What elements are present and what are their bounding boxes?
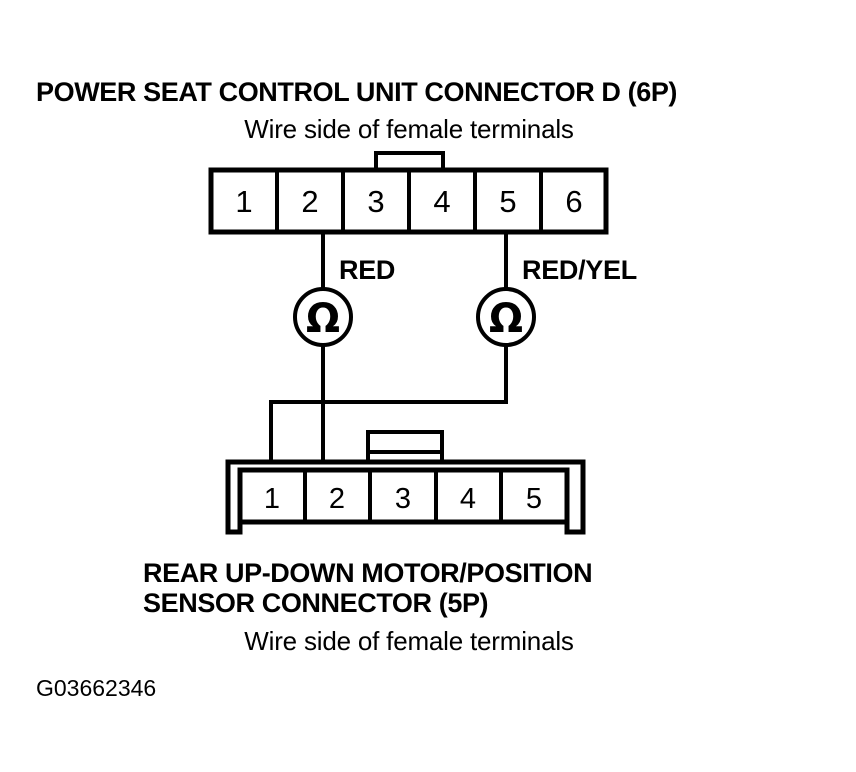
top-pin-4: 4 [433,184,450,219]
wire-red-yel [269,232,508,470]
reference-code: G03662346 [36,675,156,701]
bottom-pin-5: 5 [526,483,542,515]
bottom-pin-4: 4 [460,483,476,515]
top-connector-body: 1 2 3 4 5 6 [208,151,609,235]
bottom-connector-dividers [303,470,503,522]
bottom-pin-3: 3 [395,483,411,515]
bottom-connector-subtitle: Wire side of female terminals [244,626,574,656]
bottom-connector-outline [237,467,570,525]
top-pin-1: 1 [235,184,252,219]
bottom-pin-1: 1 [264,483,280,515]
top-pin-3: 3 [367,184,384,219]
bottom-pin-2: 2 [329,483,345,515]
top-connector-latch-tab [374,151,445,170]
bottom-connector-title-line1: REAR UP-DOWN MOTOR/POSITION [143,558,592,588]
omega-icon: Ω [306,296,340,342]
top-connector-dividers [275,170,543,232]
ohmmeter-left: Ω [293,287,353,347]
top-pin-6: 6 [565,184,582,219]
top-pin-2: 2 [301,184,318,219]
top-connector-subtitle: Wire side of female terminals [244,114,574,144]
wire-label-red: RED [339,255,395,285]
omega-icon: Ω [489,296,523,342]
bottom-connector-body: 1 2 3 4 5 [225,430,586,535]
bottom-connector-title-line2: SENSOR CONNECTOR (5P) [143,588,488,618]
top-pin-5: 5 [499,184,516,219]
ohmmeter-right: Ω [476,287,536,347]
top-connector-title: POWER SEAT CONTROL UNIT CONNECTOR D (6P) [36,77,677,107]
wire-label-red-yel: RED/YEL [522,255,637,285]
